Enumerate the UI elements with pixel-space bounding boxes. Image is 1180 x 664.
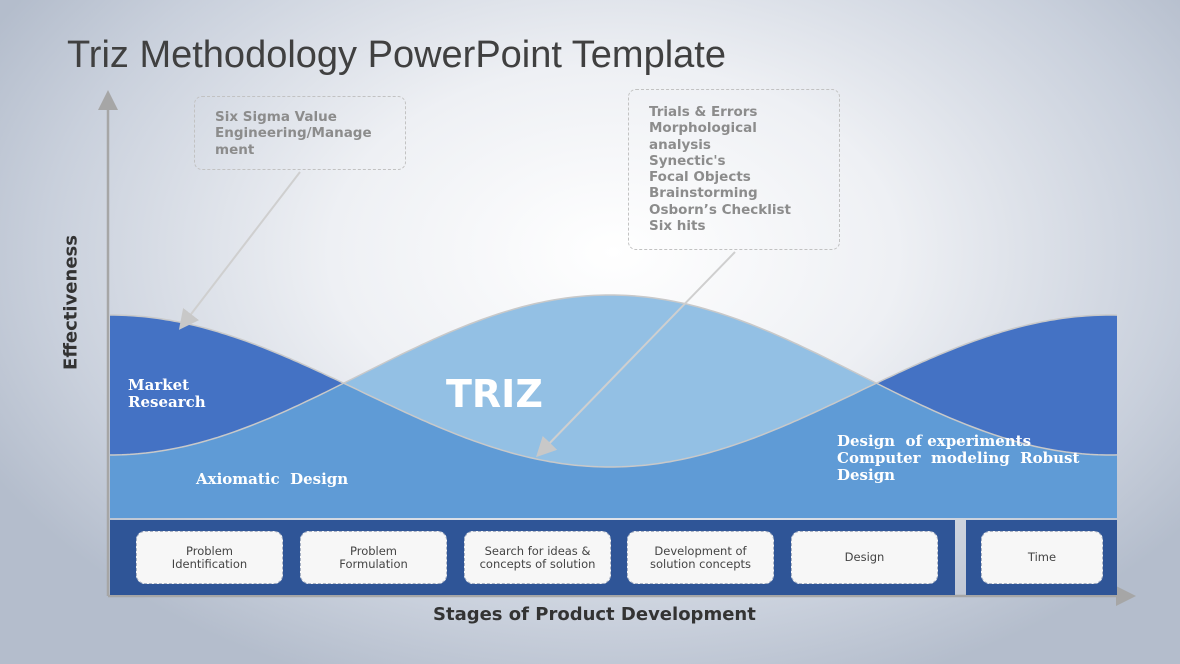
stage-line: concepts of solution	[479, 556, 596, 571]
stage-line: Problem	[185, 543, 234, 558]
callout-line: Osborn’s Checklist	[649, 201, 791, 218]
x-axis-label: Stages of Product Development	[433, 604, 756, 625]
callout-line: Six Sigma Value	[215, 109, 337, 125]
market-research-label: Market Research	[128, 377, 206, 411]
stage-line: Identification	[171, 556, 248, 571]
label-line: Computer modeling Robust	[837, 449, 1080, 467]
stage-line: Problem	[349, 543, 398, 558]
callout-line: analysis	[649, 136, 711, 153]
callout-line: Morphological	[649, 120, 757, 137]
y-axis-label: Effectiveness	[60, 235, 82, 370]
stage-line: Formulation	[339, 556, 408, 571]
wave-outline-a	[110, 294, 1118, 456]
axiomatic-design-region	[110, 384, 1117, 518]
callout-line: Focal Objects	[649, 169, 751, 186]
label-line: Design of experiments	[837, 432, 1032, 450]
callout-line: ment	[215, 141, 255, 158]
stage-line: Design	[844, 550, 885, 564]
callout-line: Engineering/Manage	[215, 125, 372, 142]
callout-arrow-right	[536, 251, 736, 458]
wave-outline-b	[110, 314, 1118, 468]
stage-search-ideas: Search for ideas &concepts of solution	[464, 531, 611, 584]
axiomatic-design-label: Axiomatic Design	[196, 470, 349, 488]
callout-methods: Trials & Errors Morphological analysis S…	[628, 89, 840, 250]
callout-line: Synectic's	[649, 152, 726, 169]
callout-six-sigma: Six Sigma Value Engineering/Manage ment	[194, 96, 406, 170]
label-line: Design	[837, 466, 896, 484]
callout-line: Brainstorming	[649, 185, 758, 202]
triz-label: TRIZ	[446, 372, 543, 416]
stage-design: Design	[791, 531, 938, 584]
callout-line: Trials & Errors	[649, 104, 758, 120]
stage-time: Time	[981, 531, 1103, 584]
experiments-label: Design of experiments Computer modeling …	[837, 433, 1079, 484]
stage-line: Search for ideas &	[484, 543, 591, 558]
callout-arrow-left	[178, 171, 301, 330]
callout-line: Six hits	[649, 218, 706, 235]
label-line: Market	[128, 376, 190, 394]
stage-line: solution concepts	[649, 556, 752, 571]
slide-title: Triz Methodology PowerPoint Template	[67, 34, 726, 76]
stage-line: Development of	[654, 543, 747, 558]
label-line: Research	[128, 393, 206, 411]
